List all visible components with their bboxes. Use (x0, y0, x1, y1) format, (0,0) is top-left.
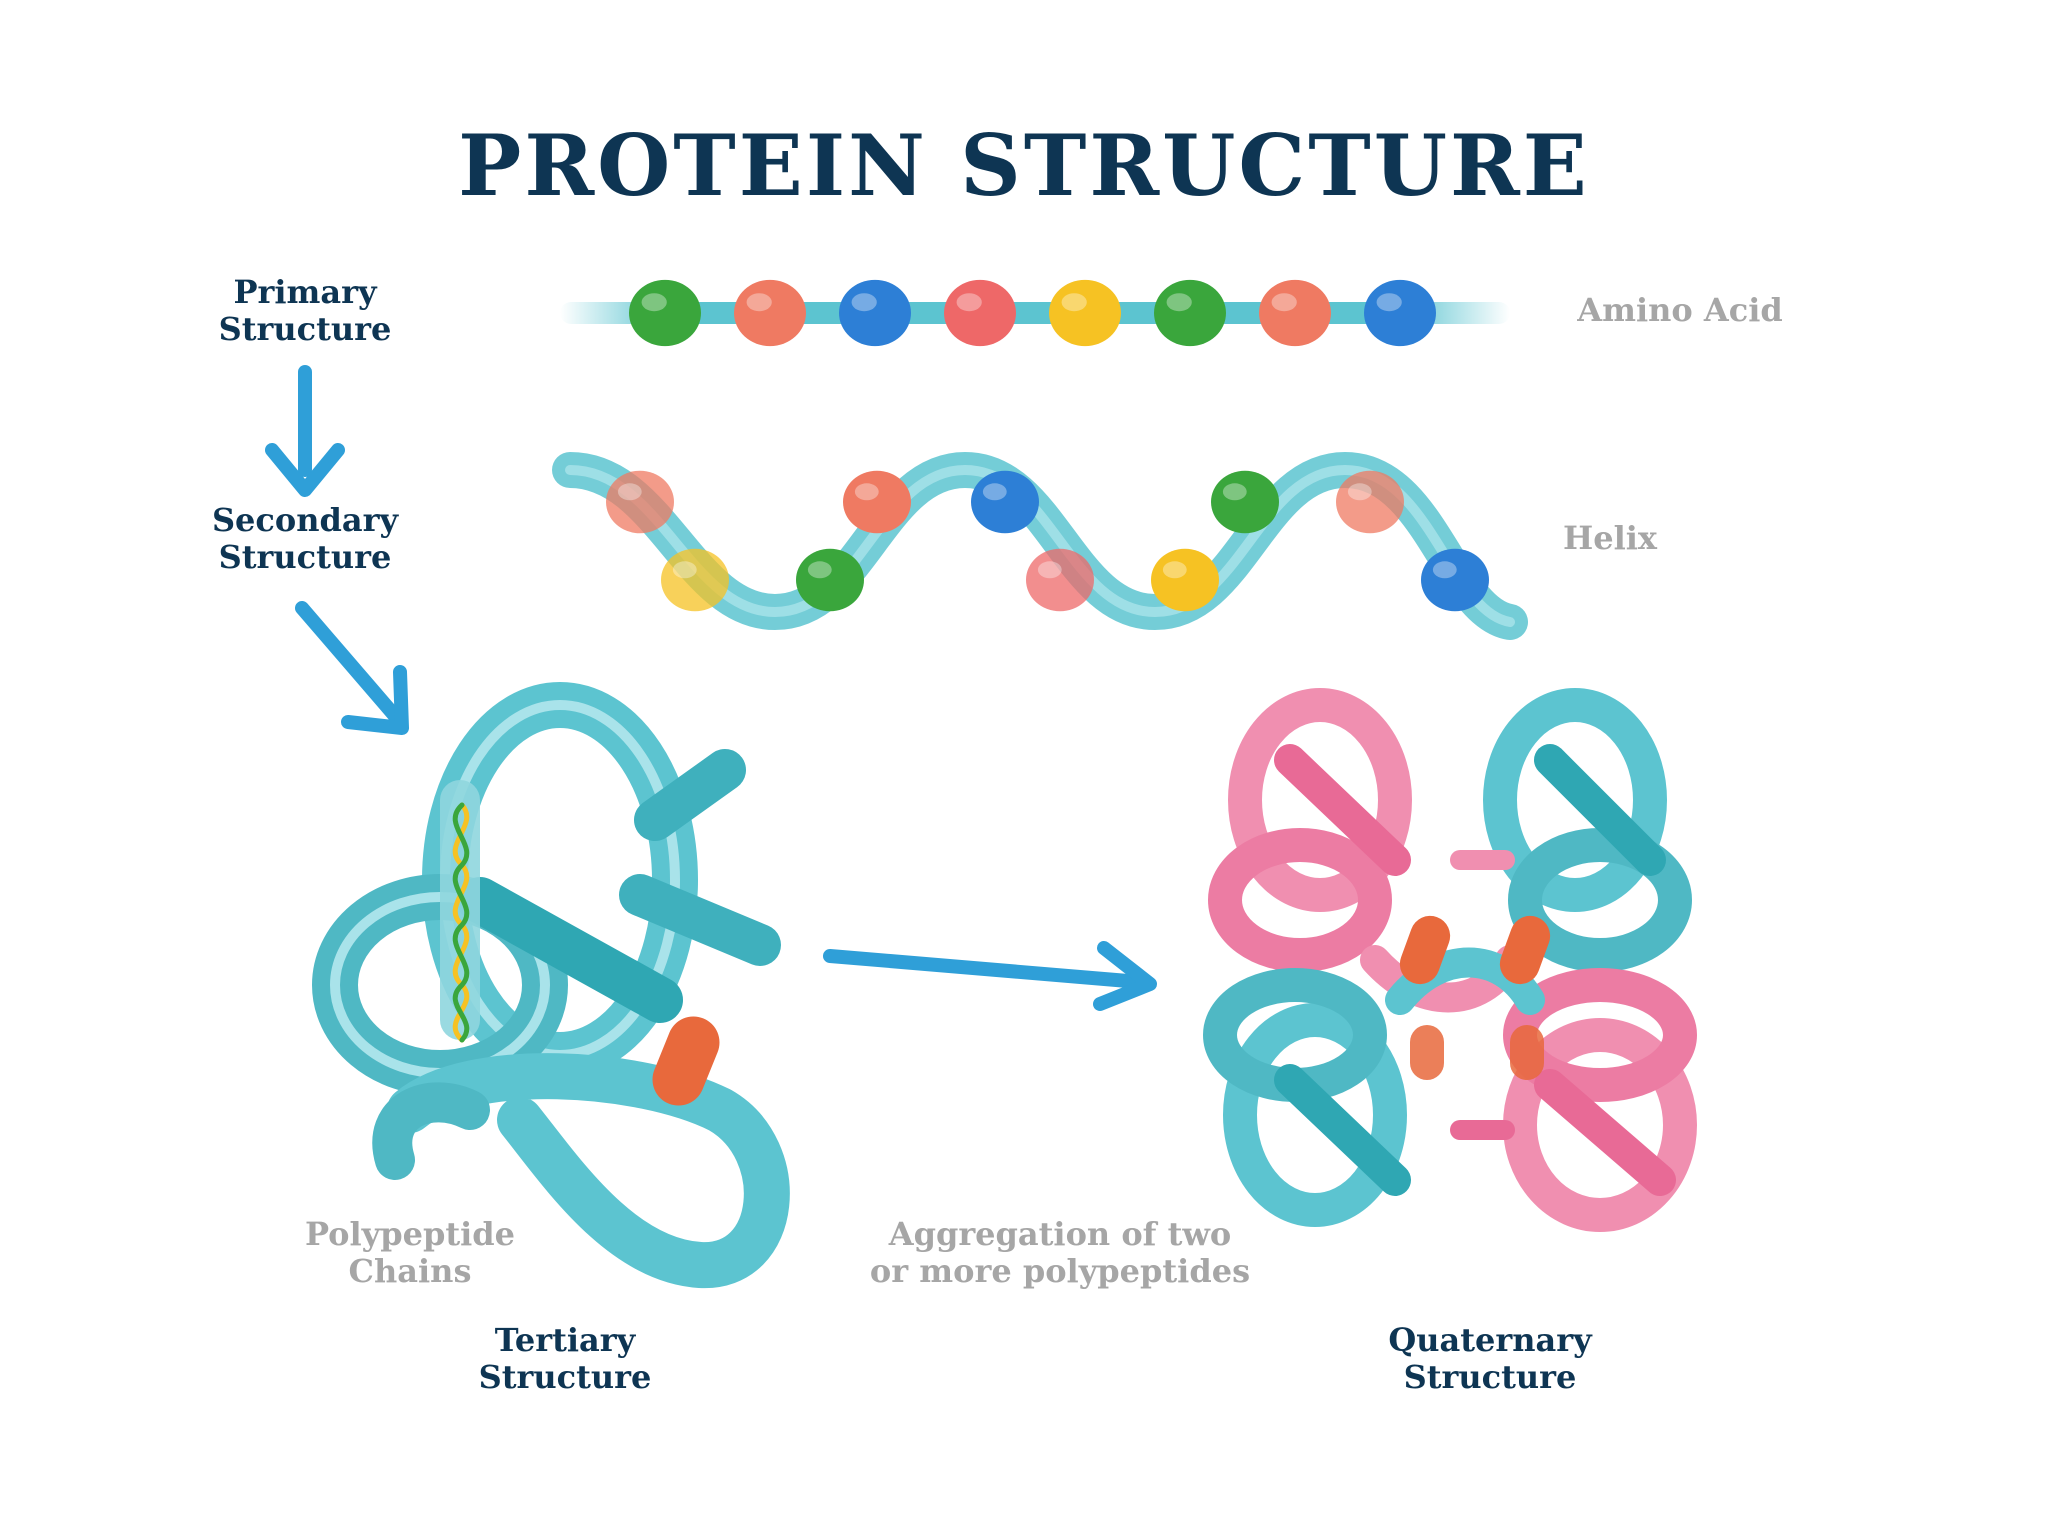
helix-bead (1211, 470, 1279, 534)
amino-acid-bead (734, 279, 806, 347)
arrow-primary-to-secondary (265, 365, 345, 497)
secondary-label-line1: Secondary (211, 501, 399, 539)
aggregation-label-line2: or more polypeptides (869, 1251, 1251, 1290)
page-title: PROTEIN STRUCTURE (458, 116, 1590, 215)
amino-acid-bead (629, 279, 701, 347)
arrow-tertiary-to-quaternary (823, 941, 1157, 1011)
quaternary-structure-label: Quaternary Structure (1350, 1322, 1630, 1396)
quaternary-structure-shape (1203, 688, 1697, 1232)
amino-acid-beads (629, 279, 1436, 347)
amino-acid-bead (1259, 279, 1331, 347)
amino-acid-label: Amino Acid (1577, 291, 1783, 329)
polypeptide-label-line2: Chains (348, 1251, 472, 1290)
helix-bead (971, 470, 1039, 534)
helix-bead (843, 470, 911, 534)
helix-bead (661, 548, 729, 612)
primary-structure-label: Primary Structure (180, 274, 430, 348)
amino-acid-bead (1364, 279, 1436, 347)
helix-bead (1336, 470, 1404, 534)
secondary-label-line2: Structure (218, 537, 392, 576)
helix-bead (1151, 548, 1219, 612)
tertiary-structure-shape (312, 682, 790, 1289)
aggregation-label: Aggregation of two or more polypeptides (830, 1216, 1290, 1290)
helix-beads (606, 470, 1489, 612)
primary-label-line1: Primary (233, 273, 377, 311)
amino-acid-bead (944, 279, 1016, 347)
tertiary-label-line2: Structure (478, 1357, 652, 1396)
helix-bead (1421, 548, 1489, 612)
helix-bead (606, 470, 674, 534)
quaternary-label-line1: Quaternary (1388, 1321, 1592, 1359)
aggregation-label-line1: Aggregation of two (888, 1215, 1232, 1253)
amino-acid-bead (839, 279, 911, 347)
helix-ribbon (552, 451, 1528, 640)
primary-label-line2: Structure (218, 309, 392, 348)
arrow-secondary-to-tertiary (295, 601, 409, 735)
secondary-structure-label: Secondary Structure (180, 502, 430, 576)
quaternary-label-line2: Structure (1403, 1357, 1577, 1396)
primary-strand (560, 279, 1510, 347)
amino-acid-bead (1154, 279, 1226, 347)
helix-bead (1026, 548, 1094, 612)
amino-acid-bead (1049, 279, 1121, 347)
helix-label: Helix (1563, 519, 1657, 557)
polypeptide-chains-label: Polypeptide Chains (270, 1216, 550, 1290)
tertiary-label-line1: Tertiary (494, 1321, 636, 1359)
helix-bead (796, 548, 864, 612)
tertiary-structure-label: Tertiary Structure (440, 1322, 690, 1396)
polypeptide-label-line1: Polypeptide (304, 1215, 516, 1253)
